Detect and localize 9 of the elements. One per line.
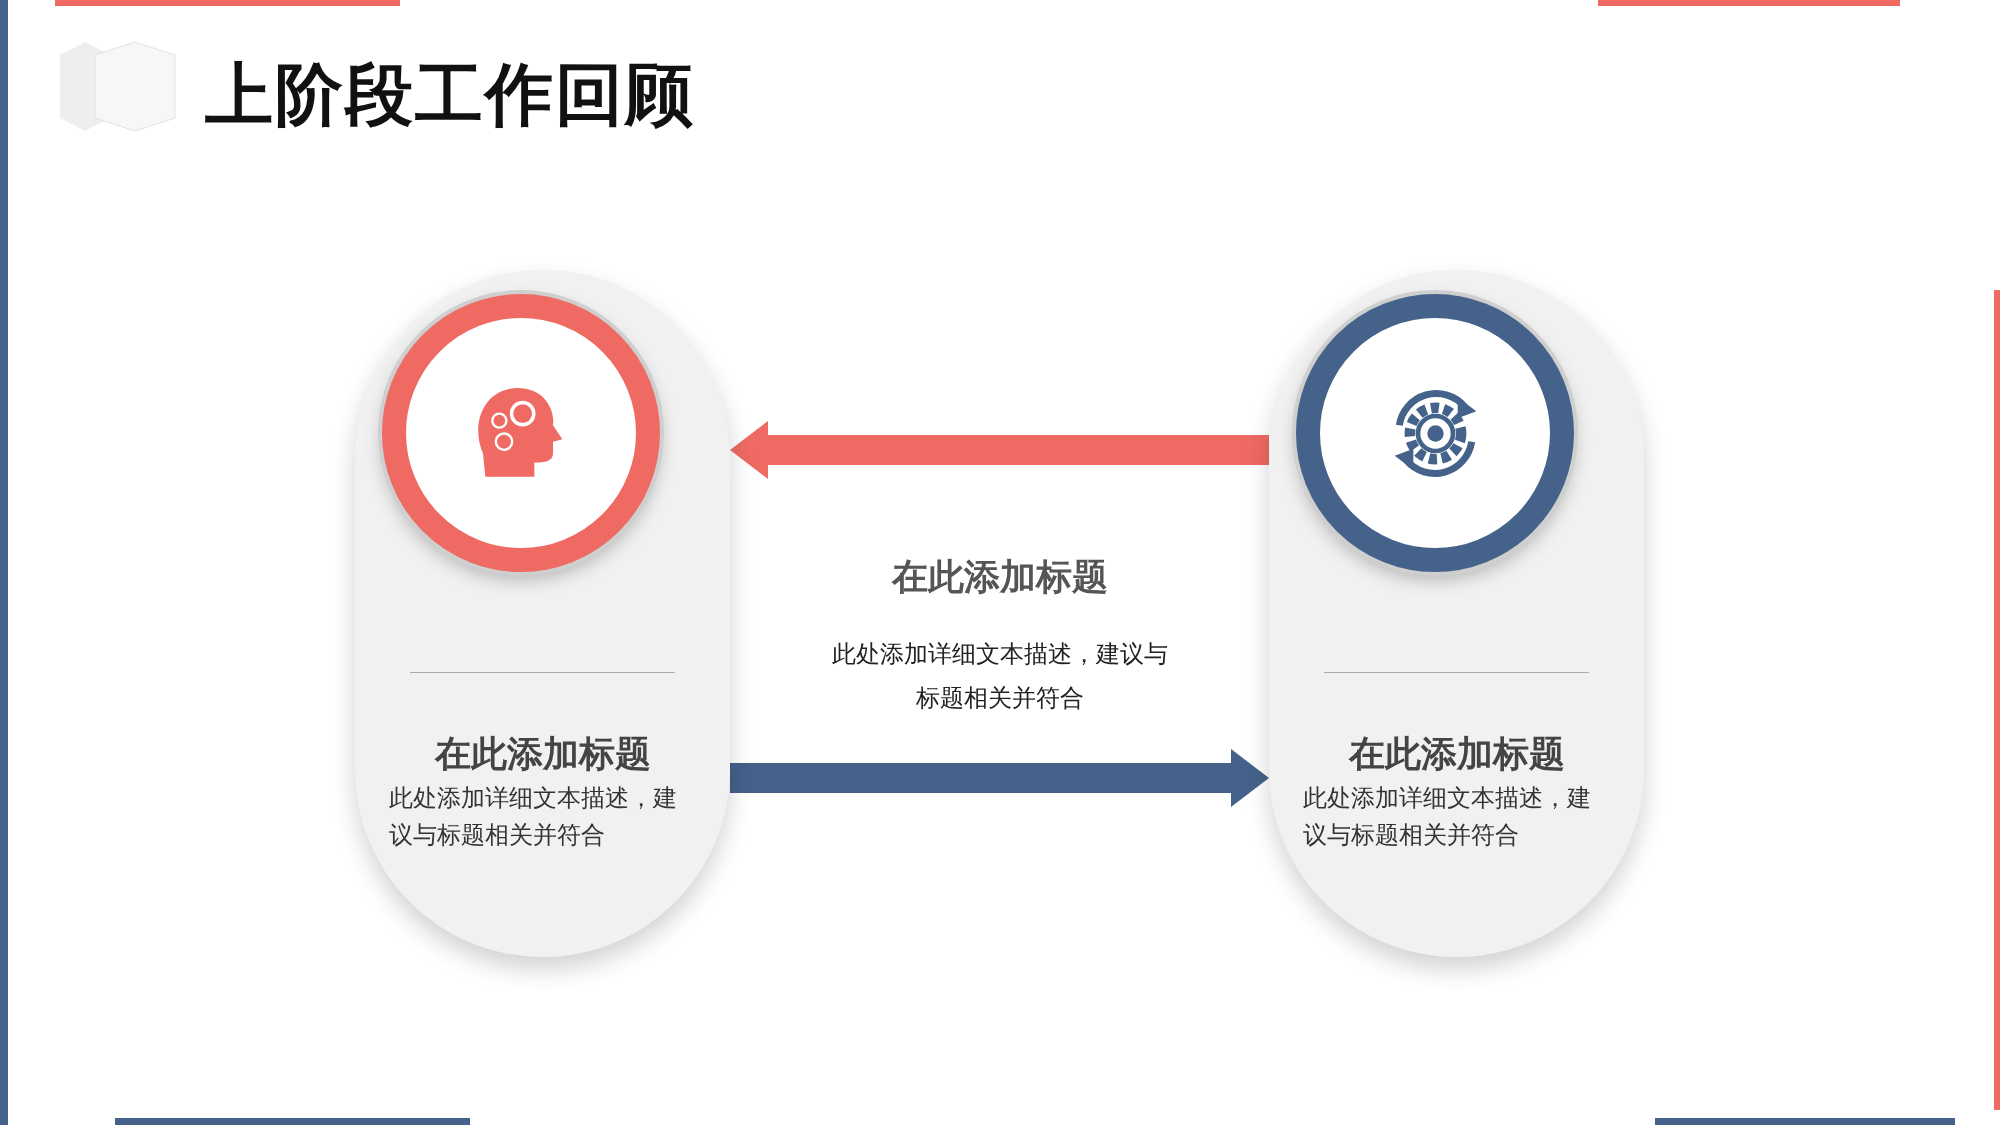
arrow [730,749,1269,807]
card-heading: 在此添加标题 [1347,732,1566,776]
card-heading: 在此添加标题 [433,732,652,776]
center-heading: 在此添加标题 [890,555,1109,599]
arrow [730,421,1269,479]
card-description: 此处添加详细文本描述，建议与标题相关并符合 [1303,783,1592,851]
slide-title: 上阶段工作回顾 [205,54,695,136]
center-description: 此处添加详细文本描述，建议与标题相关并符合 [831,639,1169,714]
card-description: 此处添加详细文本描述，建议与标题相关并符合 [389,783,678,851]
